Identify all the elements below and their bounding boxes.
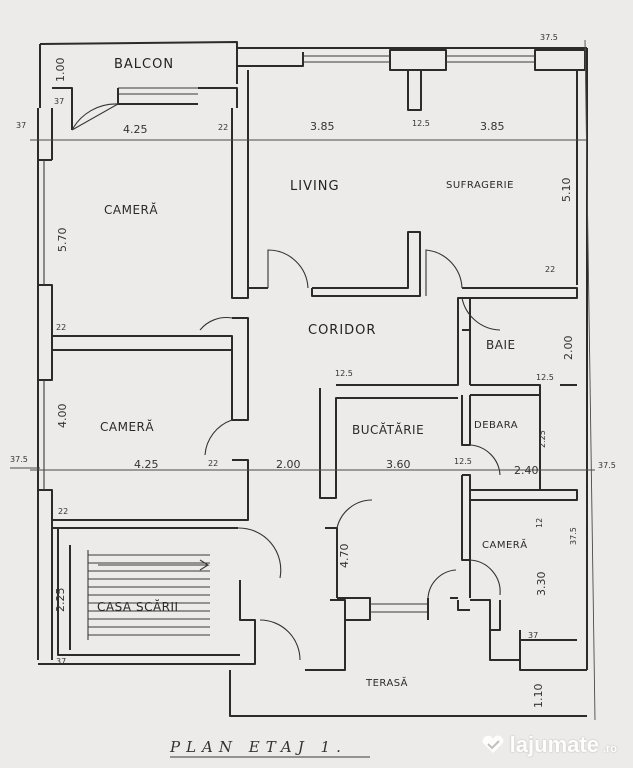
dim-wall-top-left: 37 [54, 97, 64, 106]
dim-sufragerie-width: 3.85 [480, 120, 505, 133]
dim-wall-12-5-a: 12.5 [412, 119, 430, 128]
dim-sufragerie-height: 5.10 [560, 178, 573, 203]
dim-coridor-width: 2.00 [276, 458, 301, 471]
staircase [87, 550, 210, 640]
dim-wall-12-5-c: 12.5 [335, 369, 353, 378]
dim-wall-22-e: 22 [58, 507, 68, 516]
heart-check-icon [482, 735, 504, 753]
dim-wall-37-5-b: 37.5 [569, 527, 578, 545]
dim-debara-height: 2.25 [538, 430, 547, 448]
room-label-camera-mid: CAMERĂ [100, 419, 154, 434]
dim-right-37-5: 37.5 [598, 461, 616, 470]
dim-wall-left: 37 [16, 121, 26, 130]
outer-walls [37, 41, 588, 717]
room-label-terasa: TERASĂ [365, 676, 408, 689]
dim-wall-4-70: 4.70 [338, 544, 351, 569]
dim-camera-top-height: 5.70 [56, 228, 69, 253]
watermark: lajumate.ro [480, 732, 617, 758]
room-label-balcon: BALCON [114, 57, 174, 72]
dim-left-37-5: 37.5 [10, 455, 28, 464]
room-label-debara: DEBARA [474, 420, 518, 431]
dim-wall-22-a: 22 [218, 123, 228, 132]
dim-debara-width: 2.40 [514, 464, 539, 477]
room-label-coridor: CORIDOR [308, 323, 376, 338]
interior-walls [52, 70, 578, 660]
room-label-casa-scarii: CASA SCĂRII [97, 599, 179, 614]
watermark-brand: lajumate [509, 732, 599, 757]
dim-bucatarie-width: 3.60 [386, 458, 411, 471]
dim-living-width: 3.85 [310, 120, 335, 133]
dim-camera-mid-height: 4.00 [56, 404, 69, 429]
plan-title: PLAN ETAJ 1. [169, 738, 347, 756]
dim-baie-height: 2.00 [562, 336, 575, 361]
room-label-camera-small: CAMERĂ [482, 538, 528, 551]
dim-top-left-width: 4.25 [123, 123, 148, 136]
dim-camera-small-height: 3.30 [535, 572, 548, 597]
dim-wall-12-5-d: 12.5 [536, 373, 554, 382]
dim-bottom-left-width: 4.25 [134, 458, 159, 471]
dim-wall-22-d: 22 [208, 459, 218, 468]
dim-terasa-height: 1.10 [532, 684, 545, 709]
room-label-bucatarie: BUCĂTĂRIE [352, 422, 424, 437]
dim-balcon-height: 1.00 [54, 58, 67, 83]
room-label-camera-top: CAMERĂ [104, 202, 158, 217]
dim-wall-37-bottom-right: 37 [528, 631, 538, 640]
dimension-lines [10, 39, 596, 721]
dim-wall-37-bottom: 37 [56, 657, 66, 666]
dim-wall-top-right: 37.5 [540, 33, 558, 42]
watermark-tld: .ro [602, 743, 617, 755]
dim-wall-22-b: 22 [545, 265, 555, 274]
dim-wall-12-c: 12 [535, 518, 544, 528]
dim-wall-12-5-b: 12.5 [454, 457, 472, 466]
room-label-living: LIVING [290, 179, 340, 194]
dim-casa-scarii-height: 2.25 [54, 588, 67, 613]
room-label-baie: BAIE [486, 338, 516, 352]
dim-wall-22-c: 22 [56, 323, 66, 332]
room-label-sufragerie: SUFRAGERIE [446, 180, 514, 191]
